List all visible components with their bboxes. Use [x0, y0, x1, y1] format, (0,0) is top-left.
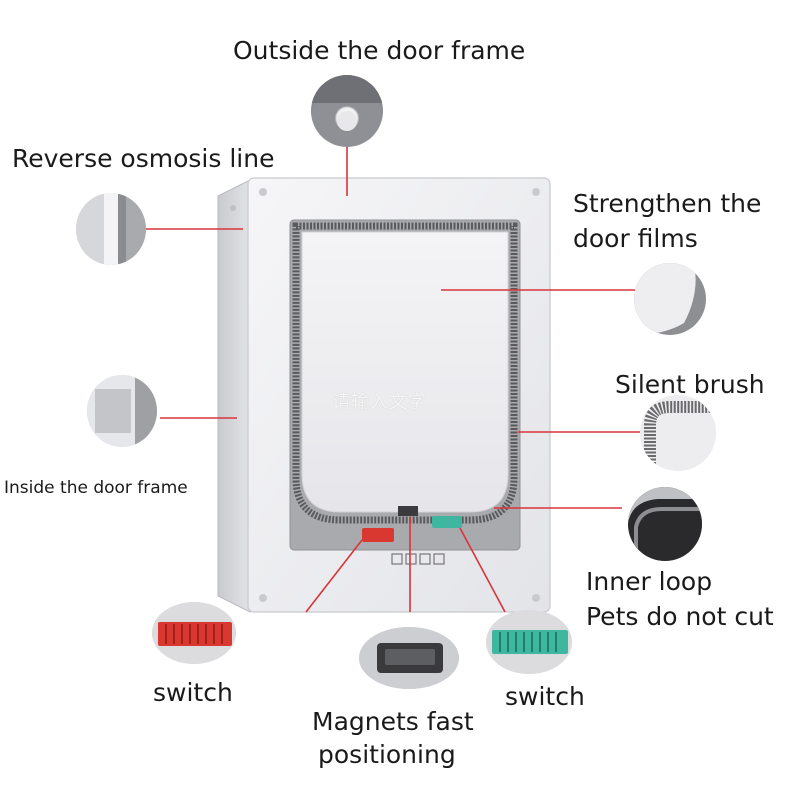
detail-inside-frame — [87, 375, 157, 447]
frame-corner-icon — [311, 75, 383, 131]
detail-outside-frame — [311, 75, 383, 147]
magnet-icon — [359, 627, 459, 689]
brush-seal-icon — [640, 395, 716, 471]
leader-switch-right — [459, 527, 506, 613]
label-silent-brush: Silent brush — [615, 370, 765, 399]
leader-switch-left — [305, 539, 363, 613]
inner-frame-side — [217, 179, 251, 613]
silent-brush-seal — [292, 222, 518, 524]
label-reverse-osmosis: Reverse osmosis line — [12, 144, 275, 173]
door-film-flap — [301, 231, 509, 513]
label-magnets-line1: Magnets fast — [312, 707, 474, 736]
label-inner-loop: Inner loop Pets do not cut — [586, 566, 774, 633]
label-outside-frame: Outside the door frame — [233, 36, 526, 65]
red-switch-icon — [152, 602, 236, 664]
switch-teal-mark — [432, 516, 462, 528]
teal-switch-icon — [486, 610, 572, 674]
label-strengthen-line1: Strengthen the — [573, 189, 762, 218]
label-inside-frame: Inside the door frame — [4, 478, 188, 498]
label-switch-right: switch — [505, 682, 585, 711]
detail-door-films — [634, 263, 706, 335]
inner-frame-icon — [87, 375, 157, 447]
film-surface-icon — [634, 263, 706, 335]
watermark-text: 请输入文字 — [332, 392, 427, 413]
label-magnets: Magnets fast positioning — [312, 706, 474, 771]
detail-reverse-osmosis — [76, 193, 146, 265]
detail-magnets — [359, 627, 459, 689]
detail-inner-loop — [628, 487, 702, 561]
label-inner-loop-line1: Inner loop — [586, 567, 713, 596]
label-strengthen-films: Strengthen the door films — [573, 188, 761, 255]
detail-switch-left — [152, 602, 236, 664]
label-switch-left: switch — [153, 678, 233, 707]
label-strengthen-line2: door films — [573, 224, 698, 254]
magnet-tab — [398, 506, 418, 516]
label-inner-loop-line2: Pets do not cut — [586, 602, 774, 632]
detail-silent-brush — [640, 395, 716, 471]
label-magnets-line2: positioning — [318, 740, 456, 770]
switch-red-mark — [362, 528, 394, 542]
side-seal-icon — [76, 193, 146, 265]
inner-loop-icon — [628, 487, 702, 561]
lock-mode-icons — [391, 553, 445, 565]
detail-switch-right — [486, 610, 572, 674]
